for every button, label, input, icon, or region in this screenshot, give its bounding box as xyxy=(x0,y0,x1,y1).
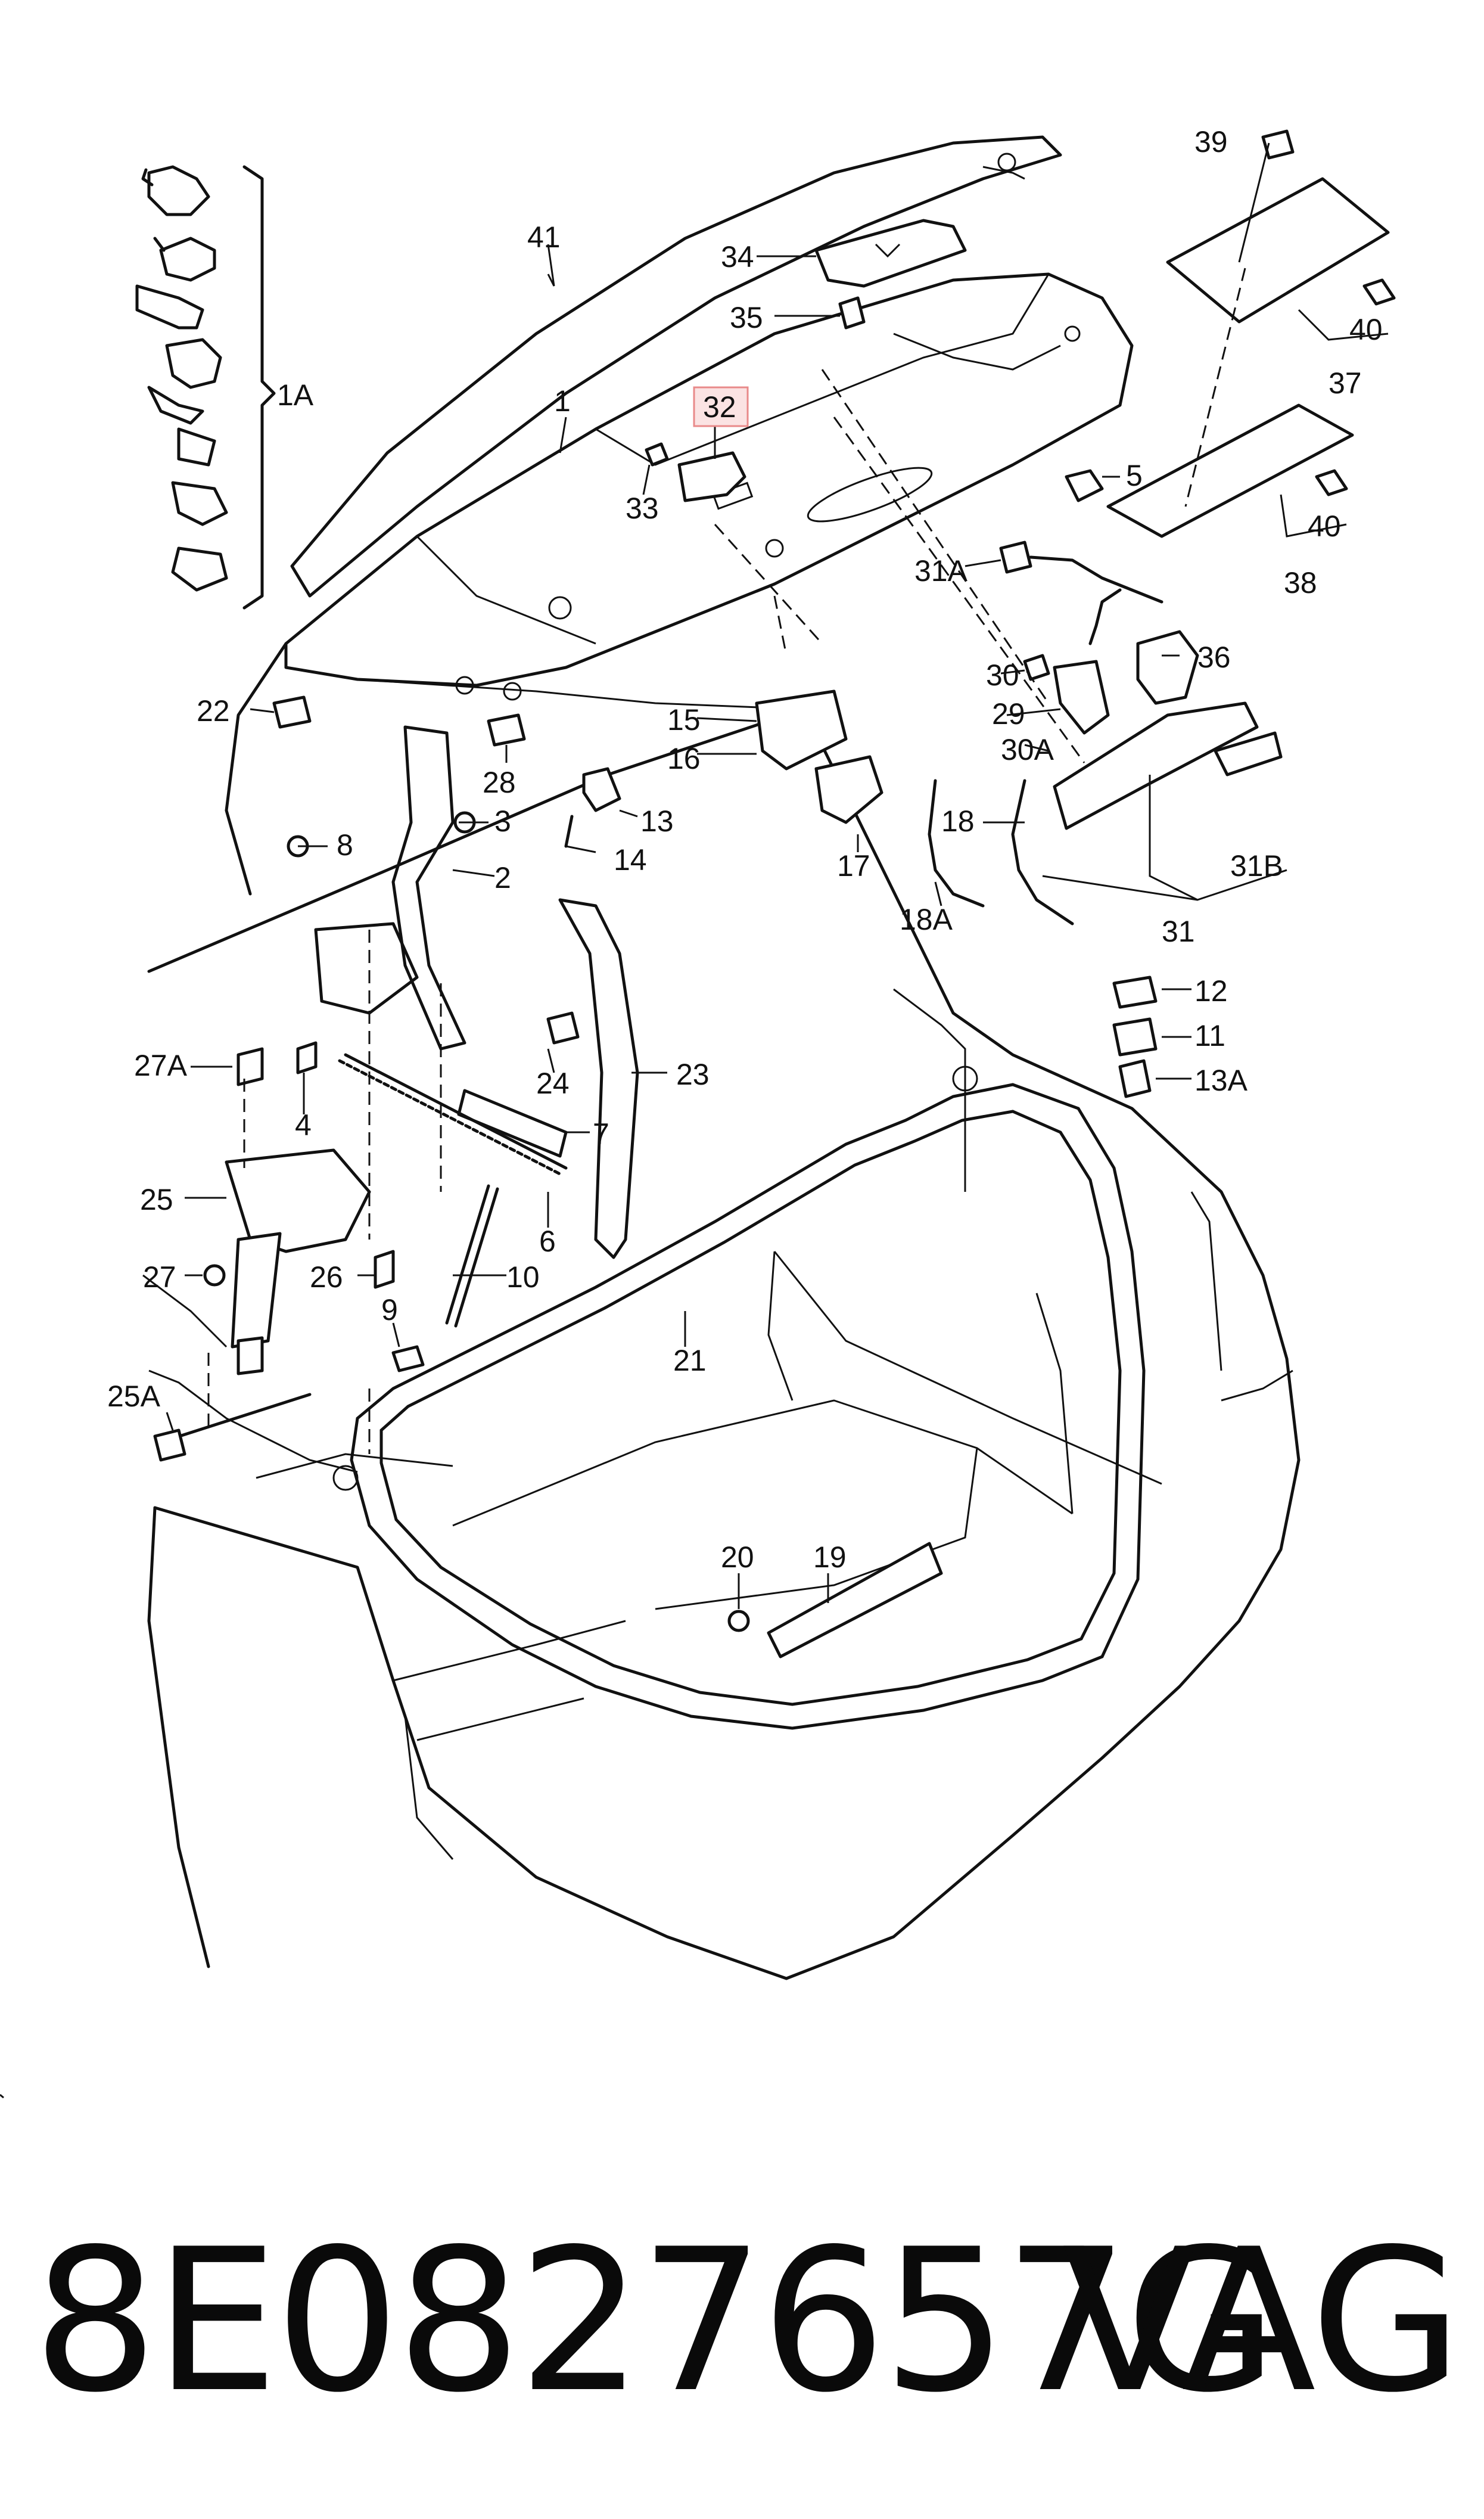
label-26: 26 xyxy=(310,1260,343,1294)
label-31: 31 xyxy=(1162,915,1195,948)
label-41: 41 xyxy=(527,220,561,254)
label-3: 3 xyxy=(494,805,511,838)
label-28: 28 xyxy=(483,766,516,799)
label-30a: 30A xyxy=(1001,733,1054,766)
leader-lines xyxy=(166,142,1389,1609)
label-30: 30 xyxy=(986,659,1019,692)
label-21: 21 xyxy=(673,1344,707,1377)
highlight-box-32[interactable] xyxy=(693,386,749,427)
label-20: 20 xyxy=(721,1540,754,1574)
label-27a: 27A xyxy=(134,1049,188,1082)
label-8: 8 xyxy=(337,828,353,862)
part-number-text: 8E0827657G xyxy=(33,2207,1278,2436)
label-7: 7 xyxy=(593,1117,609,1151)
label-23: 23 xyxy=(676,1058,710,1091)
callout-labels: 1A 41 1 32 33 34 35 39 40 37 5 40 38 31A… xyxy=(107,125,1383,1574)
edge-mark xyxy=(0,2094,4,2099)
label-38: 38 xyxy=(1284,566,1317,600)
label-16: 16 xyxy=(667,742,701,775)
label-12: 12 xyxy=(1194,974,1228,1008)
screw-set-1a xyxy=(135,165,228,592)
label-32[interactable]: 32 xyxy=(703,390,736,424)
label-5: 5 xyxy=(1126,459,1143,492)
label-25a: 25A xyxy=(107,1380,161,1413)
label-15: 15 xyxy=(667,703,701,737)
label-29: 29 xyxy=(992,697,1025,731)
exploded-parts-diagram: 1A 41 1 32 33 34 35 39 40 37 5 40 38 31A… xyxy=(0,125,1396,2099)
footer: 8E0827657G VAG xyxy=(0,2199,1484,2479)
label-27: 27 xyxy=(143,1260,176,1294)
label-6: 6 xyxy=(539,1225,556,1258)
label-31a: 31A xyxy=(914,554,968,588)
label-4: 4 xyxy=(295,1108,312,1142)
label-1: 1 xyxy=(554,384,571,418)
brand-text: VAG xyxy=(1062,2207,1463,2436)
label-22: 22 xyxy=(197,694,230,728)
label-2: 2 xyxy=(494,861,511,894)
label-18: 18 xyxy=(941,805,975,838)
label-39: 39 xyxy=(1194,125,1228,159)
label-40-lower: 40 xyxy=(1308,510,1341,543)
label-1a: 1A xyxy=(277,378,314,412)
label-31b: 31B xyxy=(1230,849,1283,883)
label-18a: 18A xyxy=(900,903,953,936)
label-11: 11 xyxy=(1194,1019,1225,1052)
label-33: 33 xyxy=(626,492,659,525)
label-35: 35 xyxy=(730,301,763,334)
label-13: 13 xyxy=(640,805,674,838)
label-9: 9 xyxy=(381,1293,398,1327)
label-13a: 13A xyxy=(1194,1064,1248,1097)
label-10: 10 xyxy=(506,1260,540,1294)
trunk-lid xyxy=(225,135,1134,896)
parts xyxy=(135,129,1396,1658)
label-37: 37 xyxy=(1329,366,1362,400)
label-36: 36 xyxy=(1197,641,1231,674)
car-body xyxy=(142,707,1301,1980)
label-34: 34 xyxy=(721,240,754,274)
label-14: 14 xyxy=(614,843,647,877)
label-25: 25 xyxy=(140,1183,173,1216)
label-17: 17 xyxy=(837,849,870,883)
label-40-upper: 40 xyxy=(1349,313,1383,346)
label-24: 24 xyxy=(536,1067,570,1100)
label-19: 19 xyxy=(813,1540,847,1574)
